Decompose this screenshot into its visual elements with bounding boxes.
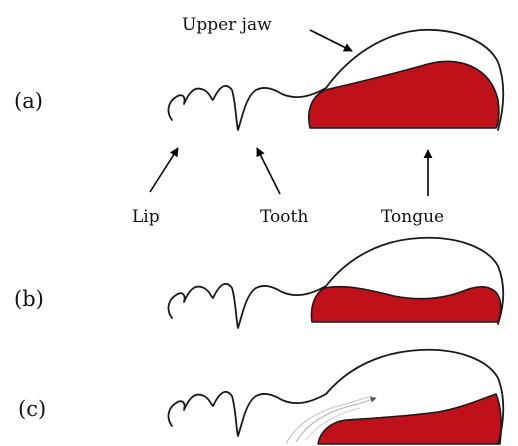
- lip-arrow: [150, 148, 178, 192]
- lip-label: Lip: [132, 207, 160, 227]
- panel-c: (c): [18, 350, 503, 444]
- tongue-shape-b: [312, 287, 501, 322]
- tongue-shape-a: [309, 61, 499, 128]
- panel-c-label: (c): [18, 397, 46, 421]
- panel-b: (b): [14, 238, 503, 328]
- panel-b-label: (b): [14, 287, 44, 311]
- upper-jaw-label: Upper jaw: [182, 15, 272, 35]
- panel-a: (a) Upper jaw Lip Tooth Tongue: [14, 15, 503, 227]
- upper-jaw-arrow: [310, 30, 352, 51]
- tongue-shape-c: [318, 394, 501, 444]
- panel-a-label: (a): [14, 89, 43, 113]
- tooth-label: Tooth: [260, 207, 308, 227]
- tooth-arrow: [257, 148, 280, 194]
- tongue-label: Tongue: [381, 207, 444, 227]
